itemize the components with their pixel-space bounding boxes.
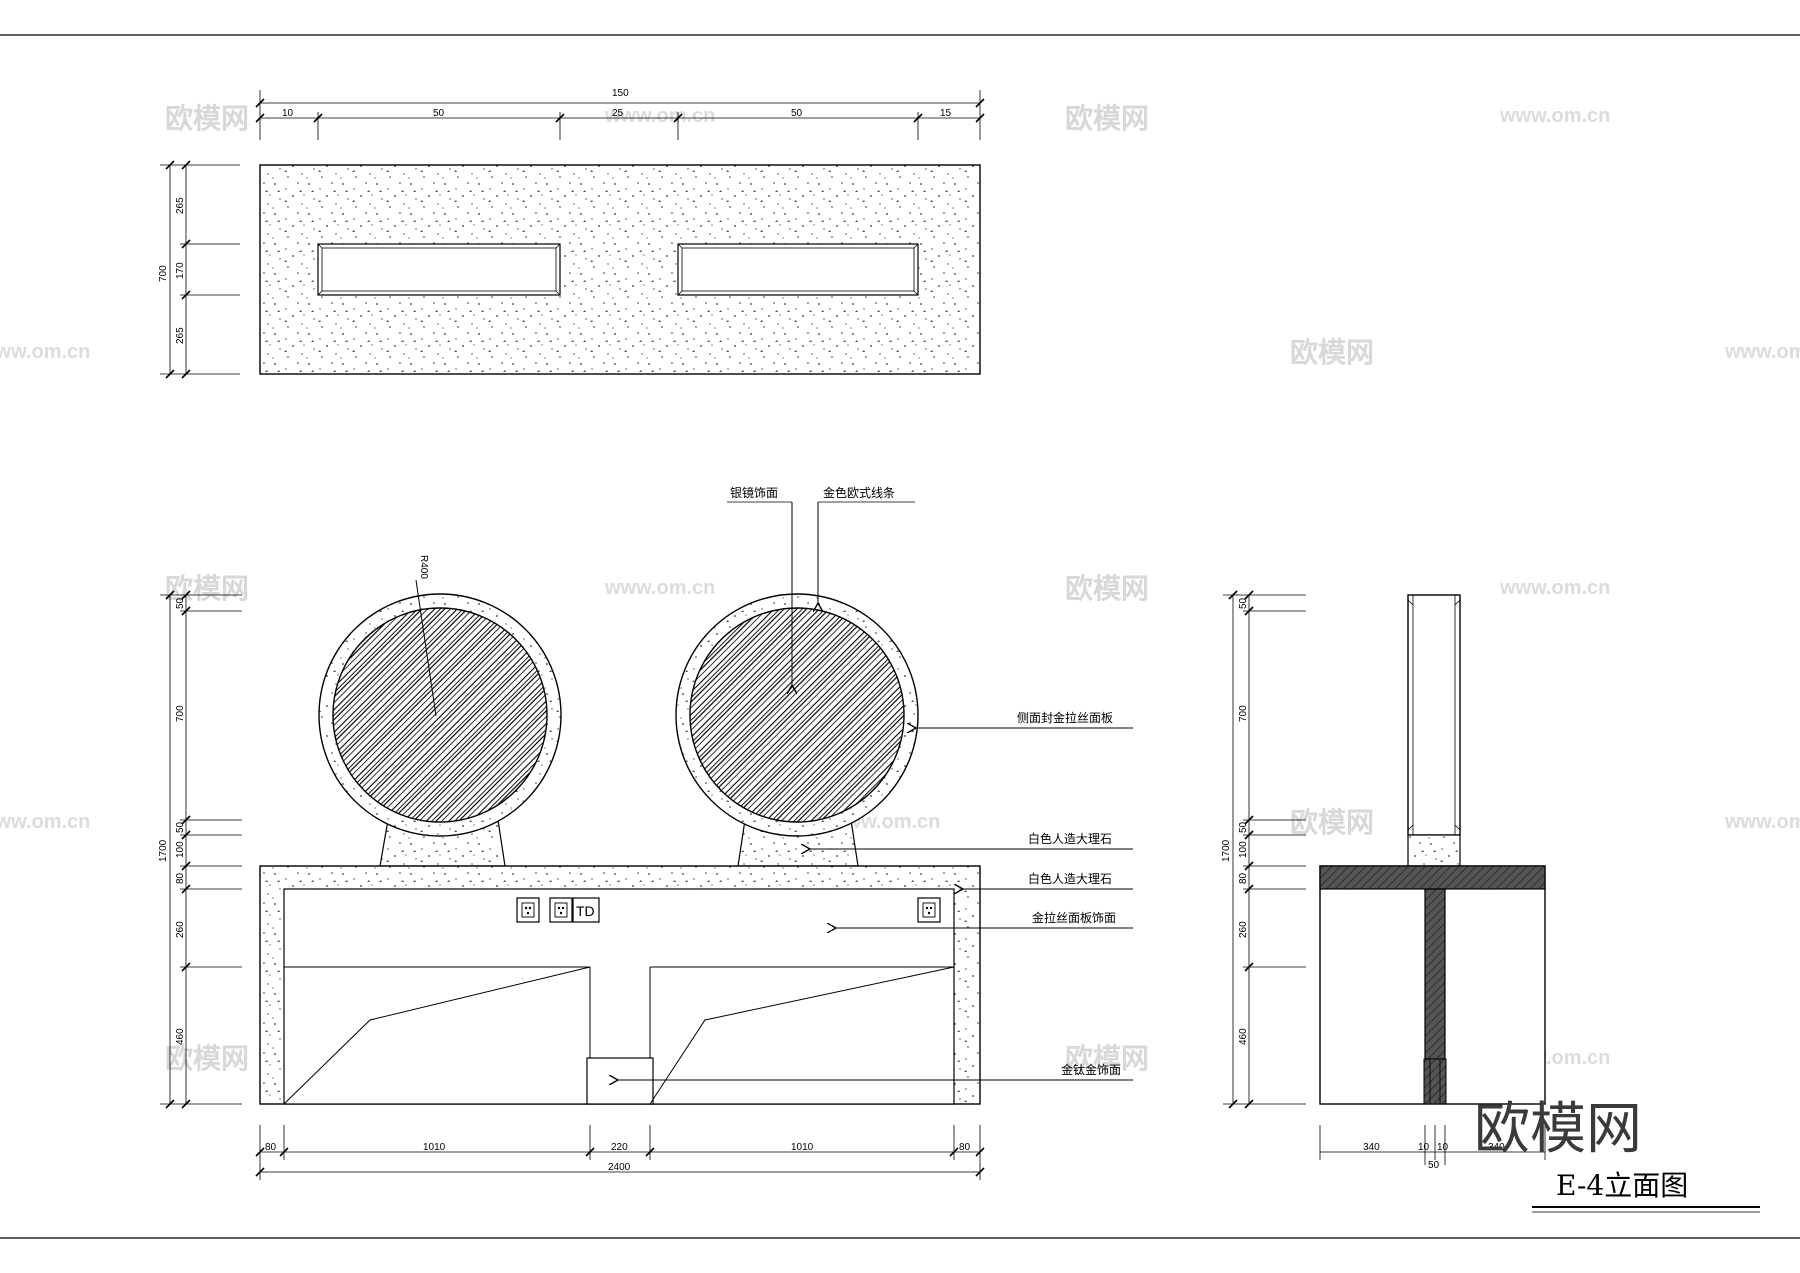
note-gold-molding: 金色欧式线条 xyxy=(823,485,895,500)
plan-total-width: 150 xyxy=(612,88,629,99)
plan-view: 150 10 50 25 50 15 700 265 170 265 xyxy=(158,88,985,379)
elev-total-height: 1700 xyxy=(158,839,169,862)
section-bottom-dim-1: 340 xyxy=(1363,1142,1380,1153)
annotations: 银镜饰面 金色欧式线条 侧面封金拉丝面板 白色人造大理石 白色人造大理石 金拉丝… xyxy=(618,485,1133,1080)
section-total-height: 1700 xyxy=(1221,839,1232,862)
plan-dim-2: 50 xyxy=(433,108,445,119)
watermark-url: www.om.cn xyxy=(0,341,90,363)
note-titanium-gold: 金钛金饰面 xyxy=(1061,1062,1121,1077)
plan-slot-right xyxy=(677,243,919,296)
drawing-title: E-4立面图 xyxy=(1556,1169,1688,1202)
watermark-text: 欧模网 xyxy=(1065,102,1149,135)
section-mirror xyxy=(1407,594,1461,836)
elev-bottom-dim-5: 80 xyxy=(959,1142,971,1153)
watermark-text: 欧模网 xyxy=(1290,806,1374,839)
side-section: 50 700 50 100 80 260 460 1700 340 10 xyxy=(1221,590,1546,1171)
section-dim-80: 80 xyxy=(1238,872,1249,884)
watermark-url: www.om.cn xyxy=(604,105,715,127)
watermark-text: 欧模网 xyxy=(165,1042,249,1075)
note-white-marble-1: 白色人造大理石 xyxy=(1028,831,1112,846)
section-bottom-dim-4: 340 xyxy=(1488,1142,1505,1153)
watermark-url: www.om.cn xyxy=(1724,811,1800,833)
socket-group: TD xyxy=(516,897,941,923)
plan-height-1: 265 xyxy=(175,197,186,214)
watermark-url: www.om.cn xyxy=(0,811,90,833)
section-bottom-dim-2: 10 xyxy=(1418,1142,1430,1153)
note-white-marble-2: 白色人造大理石 xyxy=(1028,871,1112,886)
site-logo: 欧模网 xyxy=(1474,1097,1642,1162)
section-dim-50: 50 xyxy=(1238,821,1249,833)
plan-dim-5: 15 xyxy=(940,108,952,119)
mirror-right xyxy=(689,607,905,823)
elev-bottom-dim-1: 80 xyxy=(265,1142,277,1153)
titanium-panel xyxy=(586,1057,654,1105)
elev-dim-700: 700 xyxy=(175,705,186,722)
plan-total-height: 700 xyxy=(158,265,169,282)
watermark-url: www.om.cn xyxy=(1499,105,1610,127)
section-dim-460: 460 xyxy=(1238,1028,1249,1045)
section-dim-700: 700 xyxy=(1238,705,1249,722)
section-bottom-total: 50 xyxy=(1428,1160,1440,1171)
mirror-left xyxy=(332,607,548,823)
elev-dim-50-top: 50 xyxy=(175,597,186,609)
section-support xyxy=(1407,834,1461,867)
section-top-slab xyxy=(1319,865,1546,890)
plan-slot-left xyxy=(317,243,561,296)
watermark-text: 欧模网 xyxy=(165,572,249,605)
note-silver-mirror: 银镜饰面 xyxy=(730,485,778,500)
watermark-url: www.om.cn xyxy=(1724,341,1800,363)
section-dim-260: 260 xyxy=(1238,921,1249,938)
elev-dim-260: 260 xyxy=(175,921,186,938)
watermark-url: www.om.cn xyxy=(1499,577,1610,599)
front-elevation: 50 700 50 100 80 260 460 1700 R400 xyxy=(158,485,1133,1180)
elev-total-width: 2400 xyxy=(608,1162,631,1173)
note-brushed-gold-panel: 金拉丝面板饰面 xyxy=(1032,910,1116,925)
radius-label: R400 xyxy=(418,555,429,579)
section-web xyxy=(1424,888,1446,1060)
watermark-text: 欧模网 xyxy=(1065,1042,1149,1075)
watermark-text: 欧模网 xyxy=(1290,336,1374,369)
watermark-url: www.om.cn xyxy=(604,577,715,599)
elev-bottom-dim-4: 1010 xyxy=(791,1142,814,1153)
elev-dim-50: 50 xyxy=(175,821,186,833)
elev-dim-100: 100 xyxy=(175,841,186,858)
section-dim-50-top: 50 xyxy=(1238,597,1249,609)
watermark-text: 欧模网 xyxy=(1065,572,1149,605)
plan-height-2: 170 xyxy=(175,262,186,279)
elev-dim-460: 460 xyxy=(175,1028,186,1045)
section-dim-100: 100 xyxy=(1238,841,1249,858)
note-side-panel: 侧面封金拉丝面板 xyxy=(1017,710,1113,725)
section-bottom-dim-3: 10 xyxy=(1437,1142,1449,1153)
elev-bottom-dim-3: 220 xyxy=(611,1142,628,1153)
plan-height-3: 265 xyxy=(175,327,186,344)
socket-label: TD xyxy=(576,903,595,919)
elev-dim-80: 80 xyxy=(175,872,186,884)
plan-dim-3: 25 xyxy=(612,108,624,119)
watermark-text: 欧模网 xyxy=(165,102,249,135)
plan-dim-4: 50 xyxy=(791,108,803,119)
plan-dim-1: 10 xyxy=(282,108,294,119)
elev-bottom-dim-2: 1010 xyxy=(423,1142,446,1153)
